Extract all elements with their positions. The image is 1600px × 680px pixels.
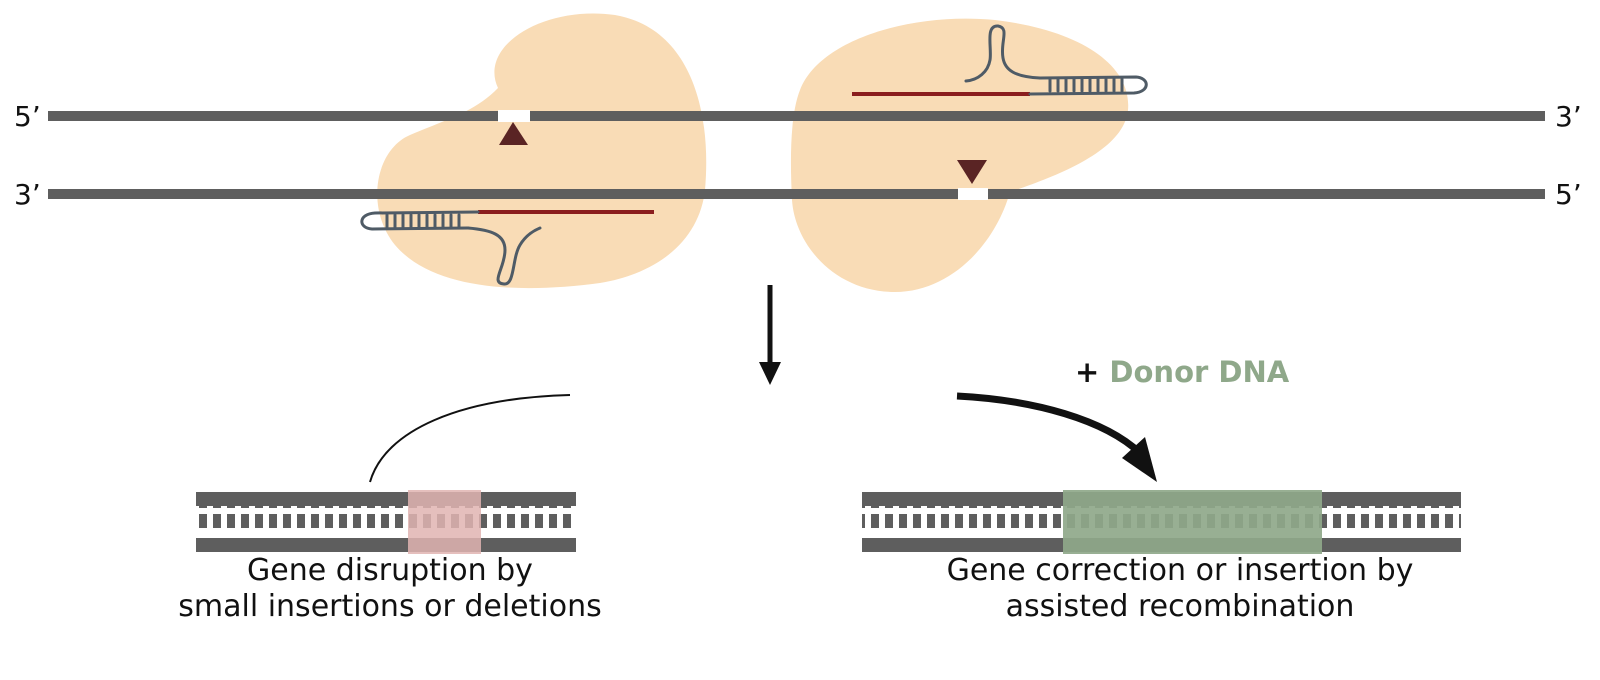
top-strand-left-end-label: 5’ xyxy=(14,100,41,133)
triangle-down-icon xyxy=(957,160,987,184)
triangle-up-icon xyxy=(499,122,528,145)
left-repaired-dna xyxy=(196,490,576,554)
bottom-strand xyxy=(48,189,1545,199)
bottom-strand-left-end-label: 3’ xyxy=(14,178,41,211)
gene-correction-caption-line2: assisted recombination xyxy=(1005,589,1355,624)
indel-region xyxy=(408,490,481,554)
right-cas9-protein xyxy=(790,18,1129,293)
left-guide-rna-scaffold xyxy=(360,210,542,286)
gene-disruption-caption-line2: small insertions or deletions xyxy=(178,589,602,624)
right-repaired-dna xyxy=(862,490,1461,554)
left-cas9-protein xyxy=(377,13,707,289)
top-strand-cut-gap xyxy=(498,110,530,122)
top-strand xyxy=(48,111,1545,121)
plus-sign: + xyxy=(1075,355,1100,389)
gene-disruption-caption: Gene disruption by small insertions or d… xyxy=(140,553,640,625)
donor-dna-text: Donor DNA xyxy=(1109,355,1290,389)
indel-fragment-line xyxy=(369,394,571,483)
curved-arrow-icon xyxy=(956,392,1157,482)
top-strand-right-end-label: 3’ xyxy=(1555,100,1582,133)
arrow-down-icon xyxy=(759,285,781,385)
gene-disruption-caption-line1: Gene disruption by xyxy=(247,553,533,588)
gene-correction-caption-line1: Gene correction or insertion by xyxy=(946,553,1414,588)
donor-region xyxy=(1063,490,1322,554)
donor-dna-label: + Donor DNA xyxy=(1075,355,1289,389)
bottom-strand-right-end-label: 5’ xyxy=(1555,178,1582,211)
right-guide-rna-scaffold xyxy=(964,24,1148,96)
bottom-strand-cut-gap xyxy=(958,188,988,200)
gene-correction-caption: Gene correction or insertion by assisted… xyxy=(870,553,1490,625)
